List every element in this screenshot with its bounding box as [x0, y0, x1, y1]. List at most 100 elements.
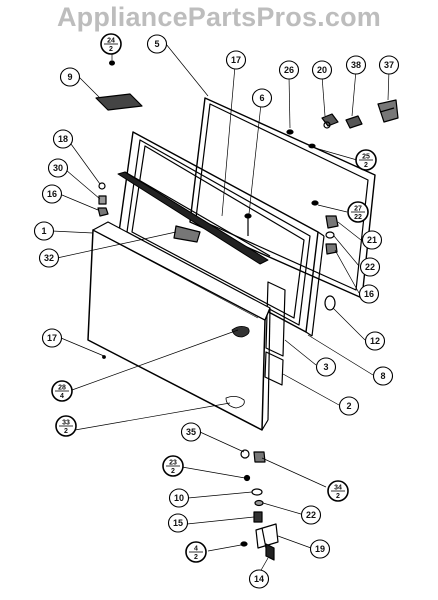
callout-label: 17 — [231, 55, 241, 65]
callout-circle — [47, 158, 69, 178]
callout-c33: 332 — [55, 415, 77, 437]
callout-circle — [338, 396, 360, 416]
part-15-pin — [253, 511, 263, 523]
callout-circle — [300, 505, 322, 525]
callout-qty: 2 — [364, 162, 368, 169]
callout-qty: 2 — [171, 468, 175, 475]
callout-label: 24 — [107, 38, 115, 45]
part-10-washer — [251, 488, 263, 496]
leader-lines — [51, 43, 390, 573]
callout-c17-top: 17 — [225, 50, 247, 70]
callout-c26: 26 — [278, 60, 300, 80]
callout-c8: 8 — [372, 366, 394, 386]
part-34-bushing — [253, 451, 266, 463]
callout-c37: 37 — [378, 55, 400, 75]
callout-label: 18 — [58, 134, 68, 144]
callout-circle — [52, 129, 74, 149]
callout-circle — [251, 88, 273, 108]
callout-circle — [358, 284, 380, 304]
callout-label: 32 — [44, 253, 54, 263]
part-35-washer — [240, 449, 250, 459]
callout-circle — [225, 50, 247, 70]
callout-circle — [361, 230, 383, 250]
callout-circle — [167, 513, 189, 533]
callout-label: 26 — [284, 65, 294, 75]
callout-label: 22 — [306, 510, 316, 520]
callout-c35: 35 — [180, 422, 202, 442]
callout-c22-right: 22 — [359, 257, 381, 277]
callout-circle — [248, 569, 270, 589]
callout-c24-top: 242 — [100, 33, 122, 55]
callout-circle — [345, 55, 367, 75]
part-20-hinge-pin — [321, 113, 339, 129]
part-1-door-panel — [87, 221, 271, 431]
callout-label: 17 — [47, 333, 57, 343]
callout-c28: 284 — [51, 380, 73, 402]
callout-label: 8 — [380, 371, 385, 381]
part-5-gasket-frame — [189, 97, 376, 299]
callout-c12: 12 — [364, 331, 386, 351]
part-37-hinge — [377, 99, 399, 123]
part-32-top-strip — [117, 171, 271, 265]
callout-circle — [359, 257, 381, 277]
part-30-bushing — [98, 195, 107, 205]
part-38-hinge-bracket — [345, 115, 363, 129]
callout-circle — [378, 55, 400, 75]
callout-c20: 20 — [311, 60, 333, 80]
callout-label: 21 — [367, 235, 377, 245]
callout-c6: 6 — [251, 88, 273, 108]
callout-label: 16 — [47, 189, 57, 199]
callout-c23: 232 — [162, 455, 184, 477]
callout-label: 2 — [346, 401, 351, 411]
callout-circle — [364, 331, 386, 351]
callout-c10: 10 — [168, 488, 190, 508]
callout-label: 4 — [194, 546, 198, 553]
callout-label: 30 — [53, 163, 63, 173]
callout-label: 3 — [323, 362, 328, 372]
callout-label: 15 — [173, 518, 183, 528]
callout-label: 20 — [317, 65, 327, 75]
callout-circle — [311, 60, 333, 80]
callout-circle — [38, 248, 60, 268]
callout-label: 6 — [259, 93, 264, 103]
callout-label: 35 — [186, 427, 196, 437]
callout-c22-bottom: 22 — [300, 505, 322, 525]
callout-circle — [372, 366, 394, 386]
callout-label: 22 — [365, 262, 375, 272]
callout-label: 27 — [354, 206, 362, 213]
callout-c2: 2 — [338, 396, 360, 416]
callout-label: 12 — [370, 336, 380, 346]
callout-c9: 9 — [59, 67, 81, 87]
callout-c19: 19 — [309, 539, 331, 559]
part-16-nut-left — [97, 207, 109, 217]
callout-c25: 252 — [355, 149, 377, 171]
callout-circle — [146, 34, 168, 54]
callout-c38: 38 — [345, 55, 367, 75]
callout-circle — [41, 328, 63, 348]
callout-label: 14 — [254, 574, 264, 584]
part-22-washer-bottom — [254, 499, 264, 507]
part-4-screw — [240, 541, 248, 547]
part-17-inner-liner — [118, 131, 325, 337]
part-25-screw — [308, 143, 316, 149]
callout-qty: 4 — [60, 393, 64, 400]
callout-label: 23 — [169, 460, 177, 467]
callout-c34: 342 — [327, 480, 349, 502]
callout-label: 19 — [315, 544, 325, 554]
part-23-washer — [243, 474, 251, 482]
callout-label: 5 — [154, 39, 159, 49]
part-24-screw — [108, 60, 115, 66]
watermark: AppliancePartsPros.com — [56, 2, 381, 32]
callout-circle — [59, 67, 81, 87]
callout-qty: 2 — [64, 428, 68, 435]
callout-c16-left: 16 — [41, 184, 63, 204]
part-27-screw — [311, 200, 319, 206]
callout-qty: 2 — [109, 46, 113, 53]
part-22-washer-right — [325, 231, 335, 239]
part-6-screw — [244, 213, 252, 236]
callout-qty: 2 — [336, 493, 340, 500]
callout-label: 38 — [351, 60, 361, 70]
